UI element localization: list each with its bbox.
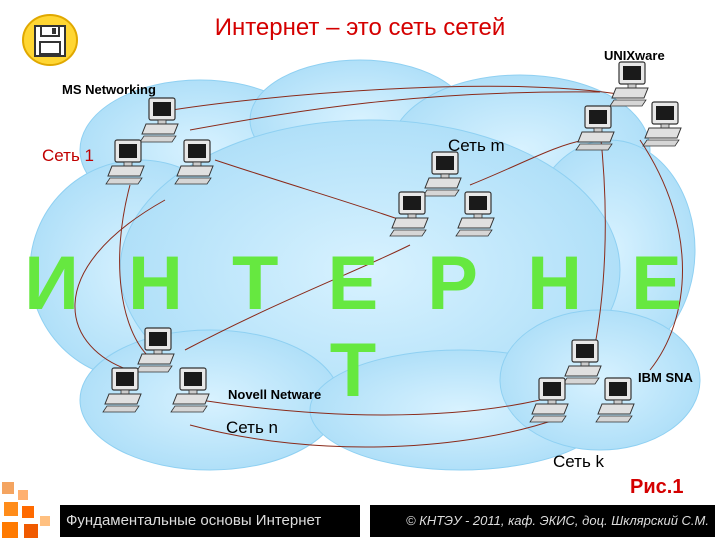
computer-icon (455, 191, 495, 237)
label-ibm-sna: IBM SNA (638, 370, 693, 385)
label-net-k: Сеть k (553, 452, 605, 471)
label-ms-networking: MS Networking (62, 82, 156, 97)
figure-label: Рис.1 (630, 476, 684, 498)
decorative-squares (2, 482, 50, 538)
label-net-m: Сеть m (448, 136, 505, 155)
label-net-n: Сеть n (226, 418, 278, 437)
footer-course-title: Фундаментальные основы Интернет (60, 505, 360, 537)
label-unixware: UNIXware (604, 48, 665, 63)
slide-title: Интернет – это сеть сетей (214, 14, 506, 41)
floppy-disk-icon (22, 14, 78, 66)
connection-lines (74, 85, 683, 448)
computer-icon (609, 61, 649, 107)
internet-word: И Н Т Е Р Н Е Т (24, 241, 696, 413)
footer-copyright: © КНТЭУ - 2011, каф. ЭКИС, доц. Шклярски… (370, 505, 715, 537)
save-disk-button[interactable] (20, 12, 80, 68)
computer-icon (389, 191, 429, 237)
computer-icon (422, 151, 462, 197)
computer-icon (139, 97, 179, 143)
computer-icon (105, 139, 145, 185)
computer-icon (575, 105, 615, 151)
label-net-1: Сеть 1 (42, 146, 94, 165)
label-novell: Novell Netware (228, 387, 322, 402)
computer-icon (174, 139, 214, 185)
computer-icon (642, 101, 682, 147)
